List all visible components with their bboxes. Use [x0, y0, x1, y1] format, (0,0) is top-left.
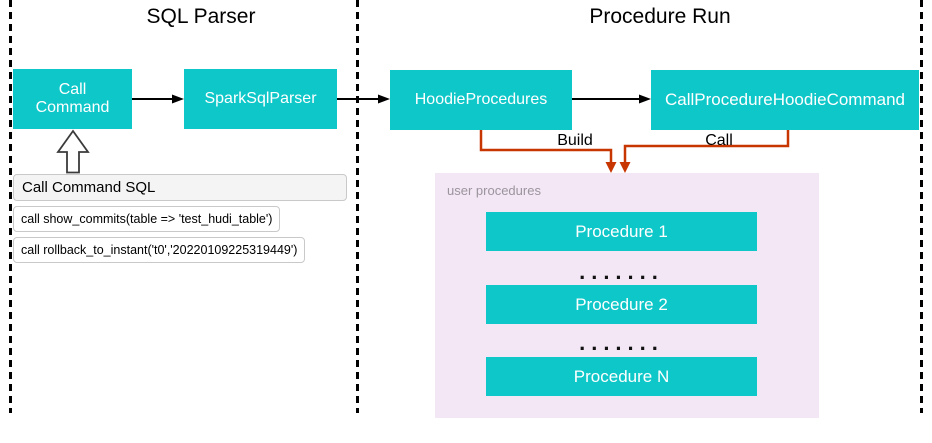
node-procedure-n: Procedure N	[486, 357, 757, 396]
edge-label-build: Build	[557, 132, 593, 149]
connector-call	[619, 130, 790, 173]
dashed-divider-middle	[356, 0, 359, 413]
ellipsis-dots-2: .......	[579, 330, 664, 355]
node-procedure-2-label: Procedure 2	[575, 294, 668, 314]
dashed-border-left	[9, 0, 12, 413]
node-procedure-1-label: Procedure 1	[575, 221, 668, 241]
edge-label-call: Call	[705, 132, 733, 149]
sql-table-header: Call Command SQL	[13, 174, 347, 201]
arrow-sparksqlparser-to-hoodieprocedures	[337, 94, 390, 104]
node-callprocedurehoodiecommand: CallProcedureHoodieCommand	[651, 70, 919, 130]
node-hoodieprocedures: HoodieProcedures	[390, 70, 572, 130]
node-sparksqlparser: SparkSqlParser	[184, 69, 337, 129]
arrow-hoodieprocedures-to-callprocedurehoodiecommand	[572, 94, 651, 104]
node-call-command: Call Command	[13, 69, 132, 129]
section-title-procedure-run: Procedure Run	[589, 5, 731, 28]
dashed-border-right	[920, 0, 923, 413]
node-hoodieprocedures-label: HoodieProcedures	[414, 90, 548, 108]
node-procedure-2: Procedure 2	[486, 285, 757, 324]
node-callprocedurehoodiecommand-label: CallProcedureHoodieCommand	[664, 90, 905, 110]
connector-build	[479, 130, 617, 173]
node-procedure-1: Procedure 1	[486, 212, 757, 251]
call-command-sql-table: Call Command SQL call show_commits(table…	[13, 174, 347, 263]
sql-table-row-rollback-to-instant: call rollback_to_instant('t0','202201092…	[13, 237, 306, 263]
node-call-command-label: Call Command	[35, 80, 110, 116]
hollow-up-arrow	[56, 129, 90, 174]
node-procedure-n-label: Procedure N	[573, 366, 670, 386]
section-title-sql-parser: SQL Parser	[146, 5, 256, 28]
user-procedures-panel: user procedures Procedure 1 ....... Proc…	[435, 173, 819, 418]
node-sparksqlparser-label: SparkSqlParser	[204, 89, 317, 107]
arrow-callcommand-to-sparksqlparser	[132, 94, 184, 104]
sql-table-row-show-commits: call show_commits(table => 'test_hudi_ta…	[13, 206, 281, 232]
user-procedures-label: user procedures	[447, 183, 541, 198]
ellipsis-dots-1: .......	[579, 259, 664, 284]
